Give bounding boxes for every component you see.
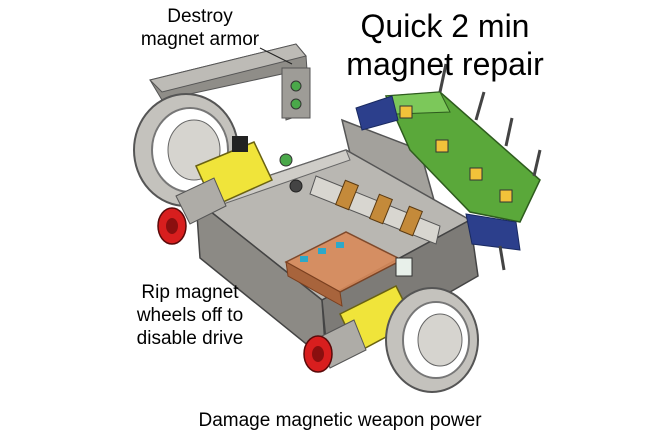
- annotation-weapon-power: Damage magnetic weapon power: [150, 410, 530, 433]
- annotation-quick-repair: Quick 2 min magnet repair: [330, 8, 560, 84]
- annotation-destroy-armor: Destroy magnet armor: [120, 6, 280, 52]
- front-right-wheel: [386, 288, 478, 392]
- annotation-rip-wheels: Rip magnet wheels off to disable drive: [110, 282, 270, 350]
